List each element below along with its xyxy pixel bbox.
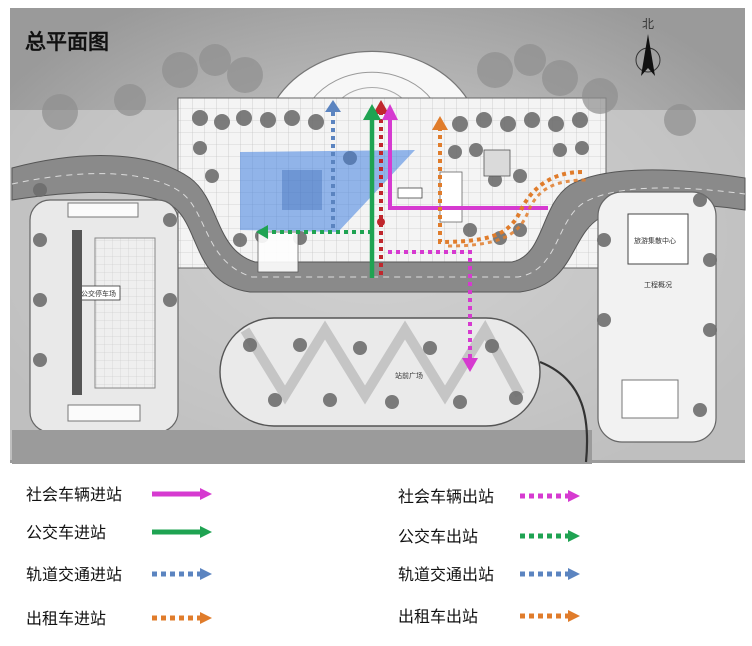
legend-arrow-icon [568,568,580,580]
legend-arrow-icon [568,610,580,622]
legend-item-left-0: 社会车辆进站 [26,485,212,504]
bus-depot-bays [94,237,156,389]
bus-depot-roof-bottom [67,404,141,422]
legend-arrow-icon [568,530,580,542]
tree-clusters [33,110,717,417]
route-rail-head [325,100,341,112]
lower-left-building [257,231,299,273]
legend-label: 轨道交通进站 [26,565,122,584]
right-building [627,213,689,265]
legend-item-right-3: 出租车出站 [398,607,580,626]
right-building-sign: 旅游集散中心 [634,236,676,245]
station-arc-inner-2 [339,87,405,101]
bus-depot-strip [72,230,82,395]
legend-label: 出租车进站 [26,609,106,628]
route-social-in [388,118,548,210]
right-building-note: 工程概况 [644,280,672,289]
route-taxi-out [447,178,589,248]
legend-background [0,466,752,646]
station-arc-inner [311,71,433,101]
legend-item-left-1: 公交车进站 [26,523,212,542]
bus-depot-roof-top [67,202,139,218]
legend-arrow-icon [200,612,212,624]
map-title: 总平面图 [25,30,109,54]
legend-item-left-2: 轨道交通进站 [26,565,212,584]
bus-depot-sign: 公交停车场 [81,289,116,298]
site-plan-map: 公交停车场 旅游集散中心 工程概况 站前广场 [10,8,746,464]
legend-arrow-icon [568,490,580,502]
central-lot-zigzag [240,319,525,405]
upper-right-building [483,149,511,177]
curved-road-right [539,360,589,463]
right-plaza-box [439,171,463,223]
legend-arrow-icon [200,568,212,580]
legend-label: 轨道交通出站 [398,565,494,584]
route-taxi-in [438,128,583,245]
route-taxi-in-head [432,116,448,130]
legend-label: 公交车进站 [26,523,106,542]
route-red-node [377,218,385,226]
legend-item-right-2: 轨道交通出站 [398,565,580,584]
legend-label: 社会车辆出站 [398,487,494,506]
upper-road-centerline [11,173,746,278]
svg-text:北: 北 [642,17,654,31]
right-lower-building [621,379,679,419]
station-info-box [397,187,423,199]
route-bus-out-head [256,225,268,239]
route-red-head [373,100,389,114]
top-fog-trees [42,44,696,136]
legend-item-left-3: 出租车进站 [26,609,212,628]
legend-item-right-1: 公交车出站 [398,527,580,546]
legend-label: 出租车出站 [398,607,478,626]
lower-road [12,430,592,464]
route-social-out [388,250,472,360]
legend-arrow-icon [200,488,212,500]
route-bus-in-head [363,104,381,120]
route-social-out-head [462,358,478,372]
north-arrow-icon: 北 [635,17,661,76]
upper-road [11,155,746,293]
legend-label: 公交车出站 [398,527,478,546]
rail-station-core [282,170,322,210]
legend-label: 社会车辆进站 [26,485,122,504]
central-lot-sign: 站前广场 [395,371,423,380]
legend-item-right-0: 社会车辆出站 [398,487,580,506]
legend-arrow-icon [200,526,212,538]
route-social-in-head [382,104,398,120]
